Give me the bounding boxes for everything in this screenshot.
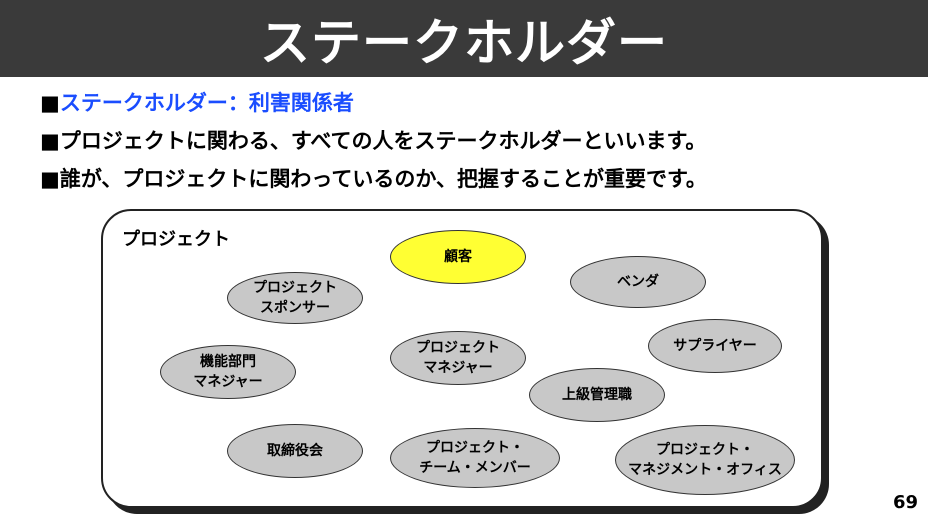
title-bar: ステークホルダー: [0, 0, 928, 77]
node-vendor: ベンダ: [570, 256, 706, 308]
node-label: プロジェクト・ チーム・メンバー: [419, 440, 531, 476]
page-number: 69: [892, 492, 918, 513]
node-label: プロジェクト スポンサー: [253, 280, 337, 316]
bullet-mark: ■: [40, 129, 60, 153]
node-label: プロジェクト・ マネジメント・オフィス: [628, 442, 782, 478]
bullet-item: ■プロジェクトに関わる、すべての人をステークホルダーといいます。: [40, 124, 707, 162]
bullet-item: ■誰が、プロジェクトに関わっているのか、把握することが重要です。: [40, 162, 707, 200]
bullet-text: ステークホルダー：利害関係者: [59, 91, 354, 115]
node-project-manager: プロジェクト マネジャー: [390, 331, 526, 385]
node-directors: 取締役会: [227, 424, 363, 478]
node-pmo: プロジェクト・ マネジメント・オフィス: [615, 425, 795, 495]
node-label: プロジェクト マネジャー: [416, 340, 500, 376]
node-team-members: プロジェクト・ チーム・メンバー: [390, 428, 560, 488]
bullet-item: ■ステークホルダー：利害関係者: [40, 86, 707, 124]
bullet-text: 誰が、プロジェクトに関わっているのか、把握することが重要です。: [59, 167, 707, 191]
node-senior-management: 上級管理職: [529, 368, 665, 422]
project-label: プロジェクト: [122, 229, 230, 250]
node-customer: 顧客: [390, 230, 526, 284]
node-label: 機能部門 マネジャー: [193, 354, 263, 390]
bullet-mark: ■: [40, 91, 60, 115]
node-label: 上級管理職: [562, 387, 632, 403]
node-label: 顧客: [444, 249, 472, 265]
slide-title: ステークホルダー: [260, 13, 668, 72]
bullet-text: プロジェクトに関わる、すべての人をステークホルダーといいます。: [59, 129, 707, 153]
bullet-mark: ■: [40, 167, 60, 191]
node-label: ベンダ: [617, 274, 659, 290]
node-supplier: サプライヤー: [648, 319, 782, 373]
node-label: 取締役会: [267, 443, 323, 459]
bullet-list: ■ステークホルダー：利害関係者 ■プロジェクトに関わる、すべての人をステークホル…: [40, 86, 707, 200]
node-label: サプライヤー: [673, 338, 757, 354]
node-functional-manager: 機能部門 マネジャー: [160, 345, 296, 399]
node-sponsor: プロジェクト スポンサー: [227, 272, 363, 324]
